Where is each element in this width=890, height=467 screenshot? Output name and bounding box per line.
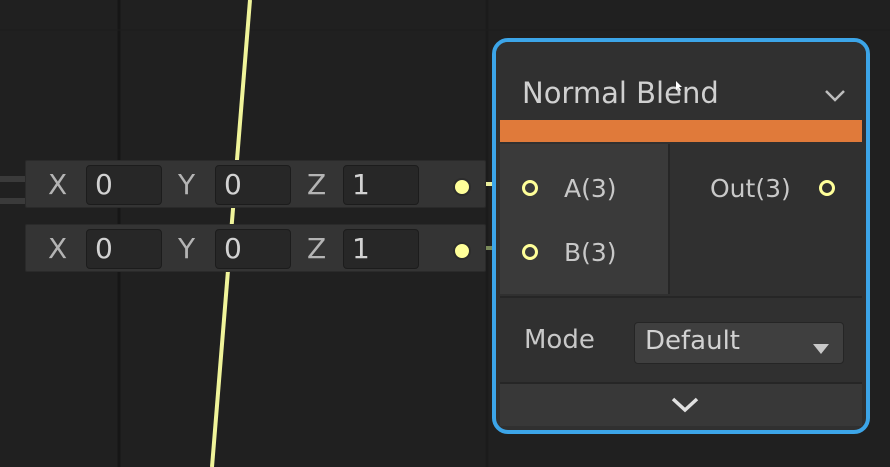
input-port-label: B(3) xyxy=(564,238,617,267)
input-port-a[interactable] xyxy=(522,180,538,196)
mouse-cursor-icon xyxy=(676,76,684,95)
output-port-dot[interactable] xyxy=(453,242,471,260)
vector3-input-row: X 0 Y 0 Z 1 xyxy=(25,160,486,208)
input-port-label: A(3) xyxy=(564,174,617,203)
normal-blend-node[interactable]: Normal Blend A(3) B(3) Out(3) Mode Defau… xyxy=(492,38,870,434)
z-label: Z xyxy=(307,232,327,265)
mode-value: Default xyxy=(645,326,740,356)
node-color-bar xyxy=(500,120,862,142)
output-port-label: Out(3) xyxy=(710,174,791,203)
mode-dropdown[interactable]: Default xyxy=(634,322,844,364)
input-ports: A(3) B(3) xyxy=(500,144,670,294)
x-label: X xyxy=(48,168,68,201)
x-field[interactable]: 0 xyxy=(86,165,162,205)
z-field[interactable]: 1 xyxy=(343,165,419,205)
output-port-out[interactable] xyxy=(819,180,835,196)
node-header[interactable]: Normal Blend xyxy=(496,42,866,122)
z-label: Z xyxy=(307,168,327,201)
triangle-down-icon xyxy=(813,339,829,358)
y-field[interactable]: 0 xyxy=(215,229,291,269)
y-label: Y xyxy=(178,168,196,201)
y-label: Y xyxy=(178,232,196,265)
output-port-dot[interactable] xyxy=(453,178,471,196)
chevron-down-icon[interactable] xyxy=(670,396,700,418)
node-title: Normal Blend xyxy=(522,76,719,110)
input-port-b[interactable] xyxy=(522,244,538,260)
z-field[interactable]: 1 xyxy=(343,229,419,269)
x-label: X xyxy=(48,232,68,265)
chevron-down-icon[interactable] xyxy=(824,88,846,107)
vector3-input-row: X 0 Y 0 Z 1 xyxy=(25,224,486,272)
x-field[interactable]: 0 xyxy=(86,229,162,269)
y-field[interactable]: 0 xyxy=(215,165,291,205)
output-ports: Out(3) xyxy=(670,144,862,294)
expand-footer[interactable] xyxy=(500,382,862,426)
edge-stub xyxy=(0,198,25,204)
edge-stub xyxy=(0,176,25,182)
mode-label: Mode xyxy=(524,325,595,355)
mode-settings: Mode Default xyxy=(500,296,862,388)
